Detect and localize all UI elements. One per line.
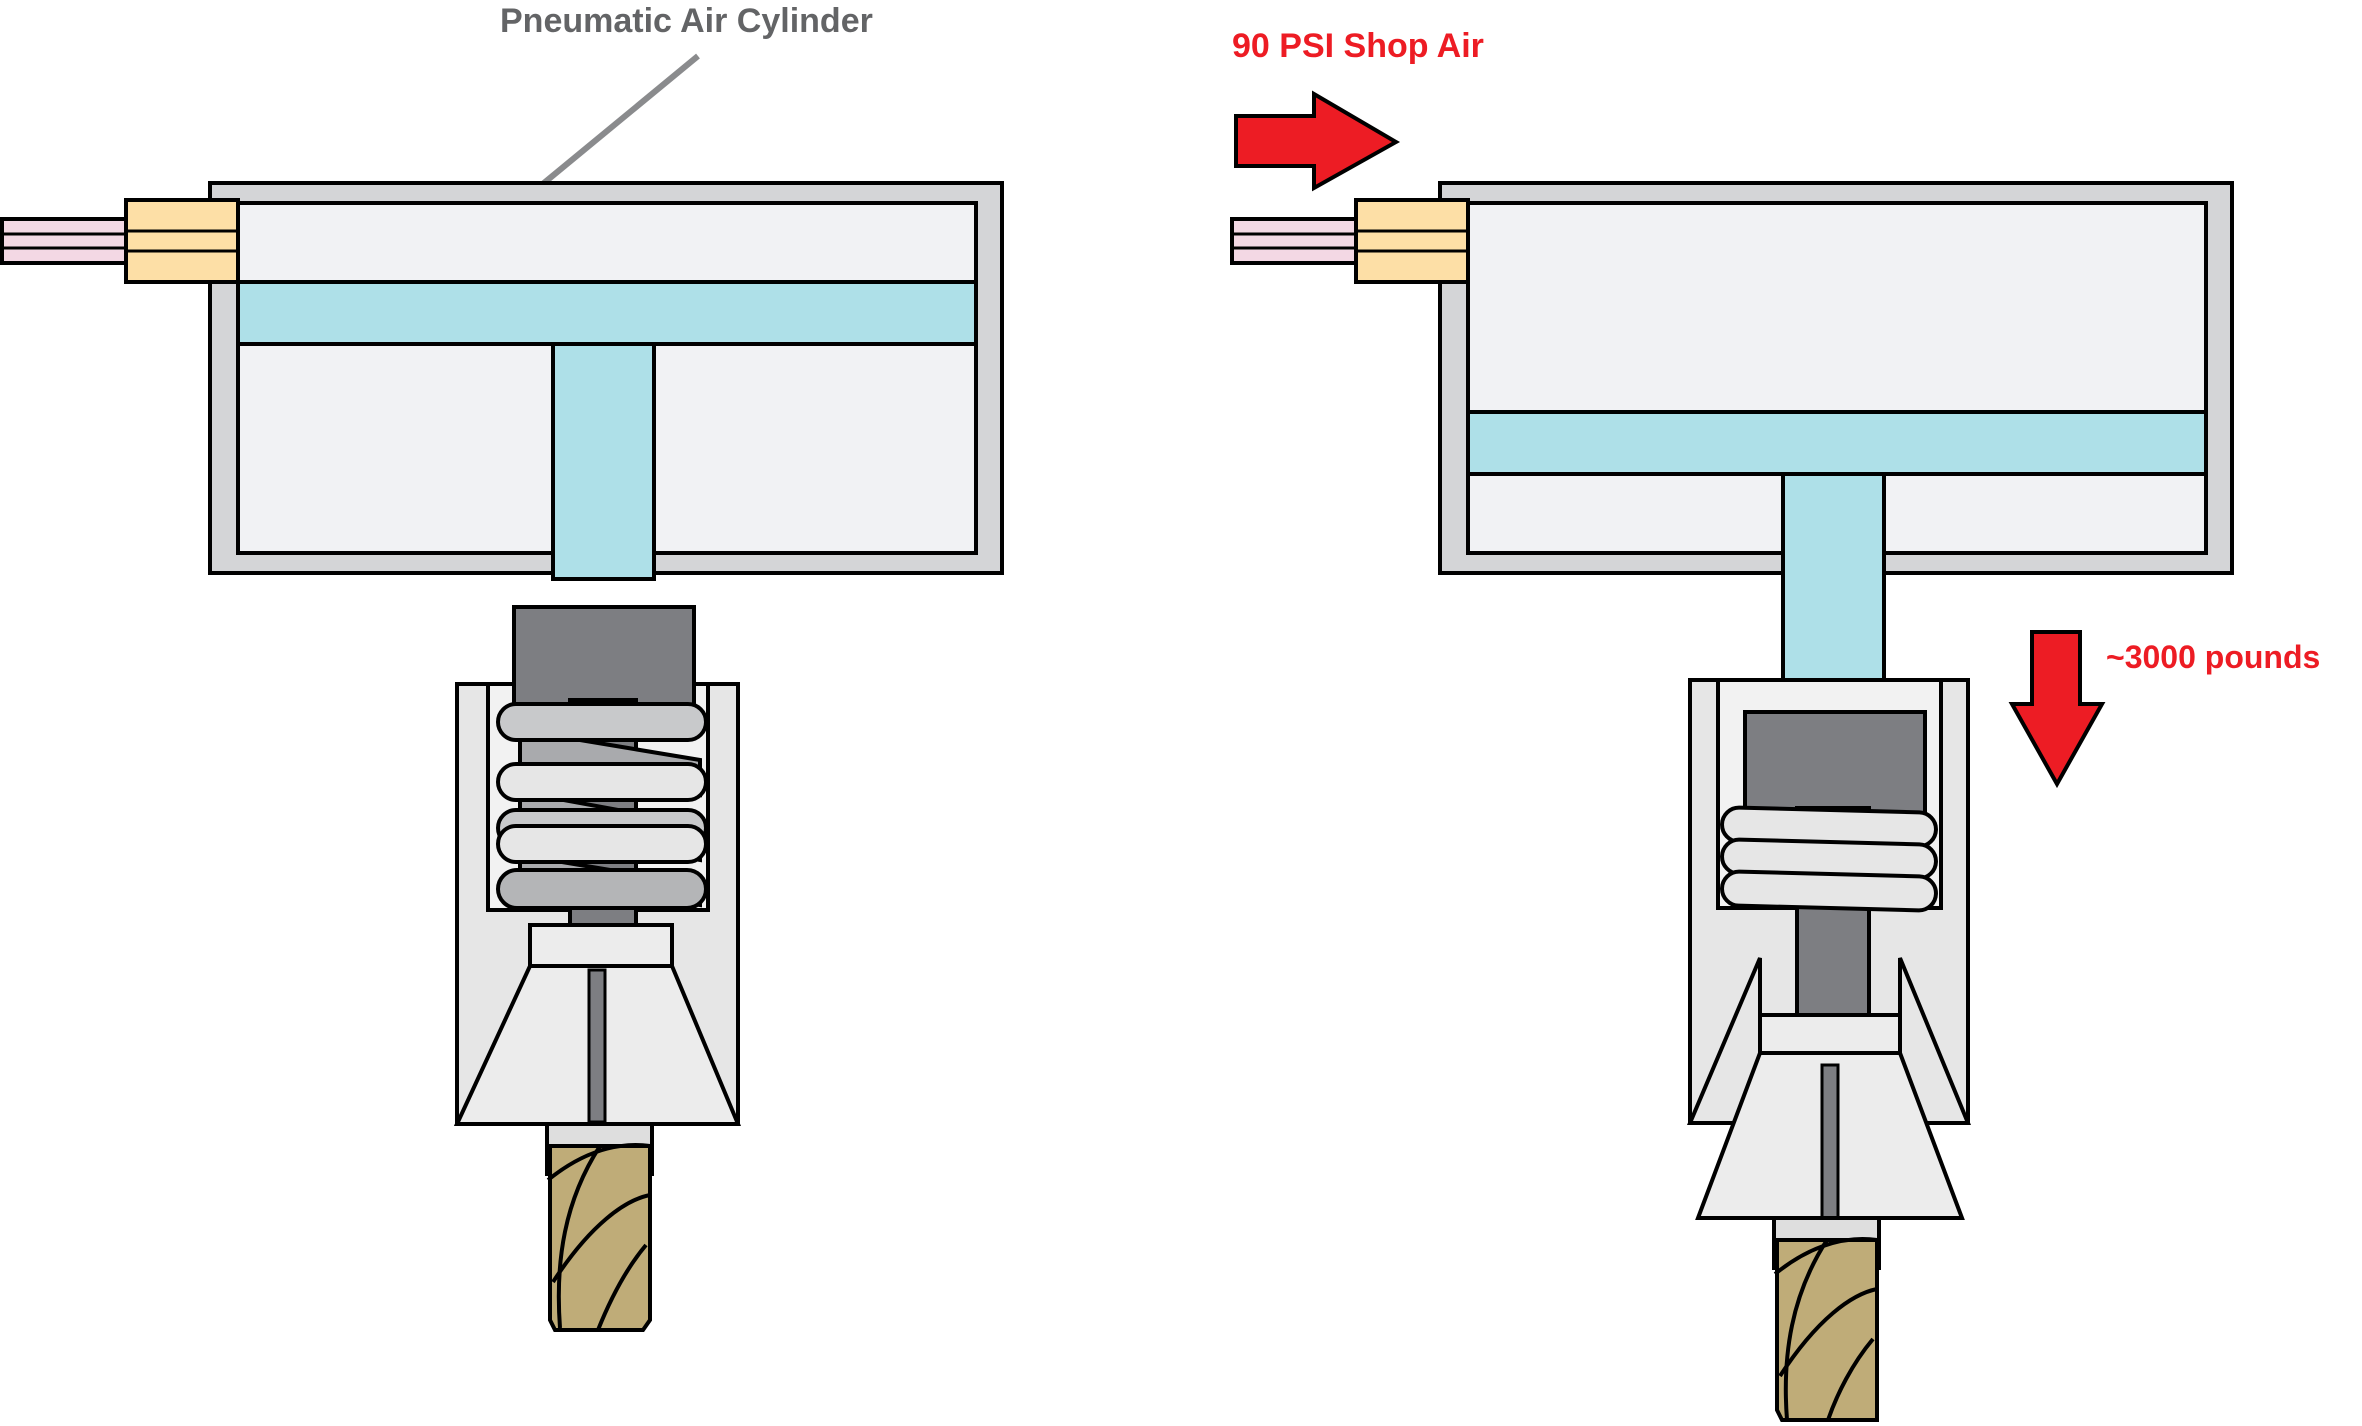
piston-rod — [1781, 472, 1886, 712]
belleville-spring-compressed — [1720, 805, 1938, 913]
clamped-state-assembly: 90 PSI Shop Air ~3000 pounds — [1230, 27, 2320, 1422]
cylinder-leader-line — [531, 53, 700, 195]
drawbar-head — [1743, 710, 1927, 817]
clamping-force-arrow — [2008, 630, 2106, 789]
belleville-spring-extended — [496, 702, 708, 910]
piston-head — [236, 280, 978, 346]
collet — [453, 923, 742, 1126]
hose — [1230, 217, 1358, 265]
force-label: ~3000 pounds — [2106, 639, 2320, 675]
fitting — [1354, 198, 1470, 284]
end-mill-bit — [545, 1122, 654, 1332]
spindle-left — [453, 605, 742, 1332]
drawbar-head — [512, 605, 696, 709]
collet — [1695, 1013, 1965, 1220]
air-cylinder-right — [1438, 181, 2234, 712]
air-cylinder-left — [208, 181, 1004, 581]
air-pressure-label: 90 PSI Shop Air — [1232, 27, 1484, 65]
piston-head — [1466, 410, 2208, 476]
end-mill-bit — [1772, 1216, 1881, 1422]
air-fitting-right — [1230, 198, 1470, 284]
hose — [0, 217, 128, 265]
fitting — [124, 198, 240, 284]
air-flow-arrow — [1234, 90, 1401, 192]
air-fitting-left — [0, 198, 240, 284]
piston-rod — [551, 342, 656, 581]
released-state-assembly: Pneumatic Air Cylinder — [0, 2, 1004, 1332]
spindle-right — [1686, 678, 1971, 1422]
cylinder-label: Pneumatic Air Cylinder — [500, 2, 873, 40]
